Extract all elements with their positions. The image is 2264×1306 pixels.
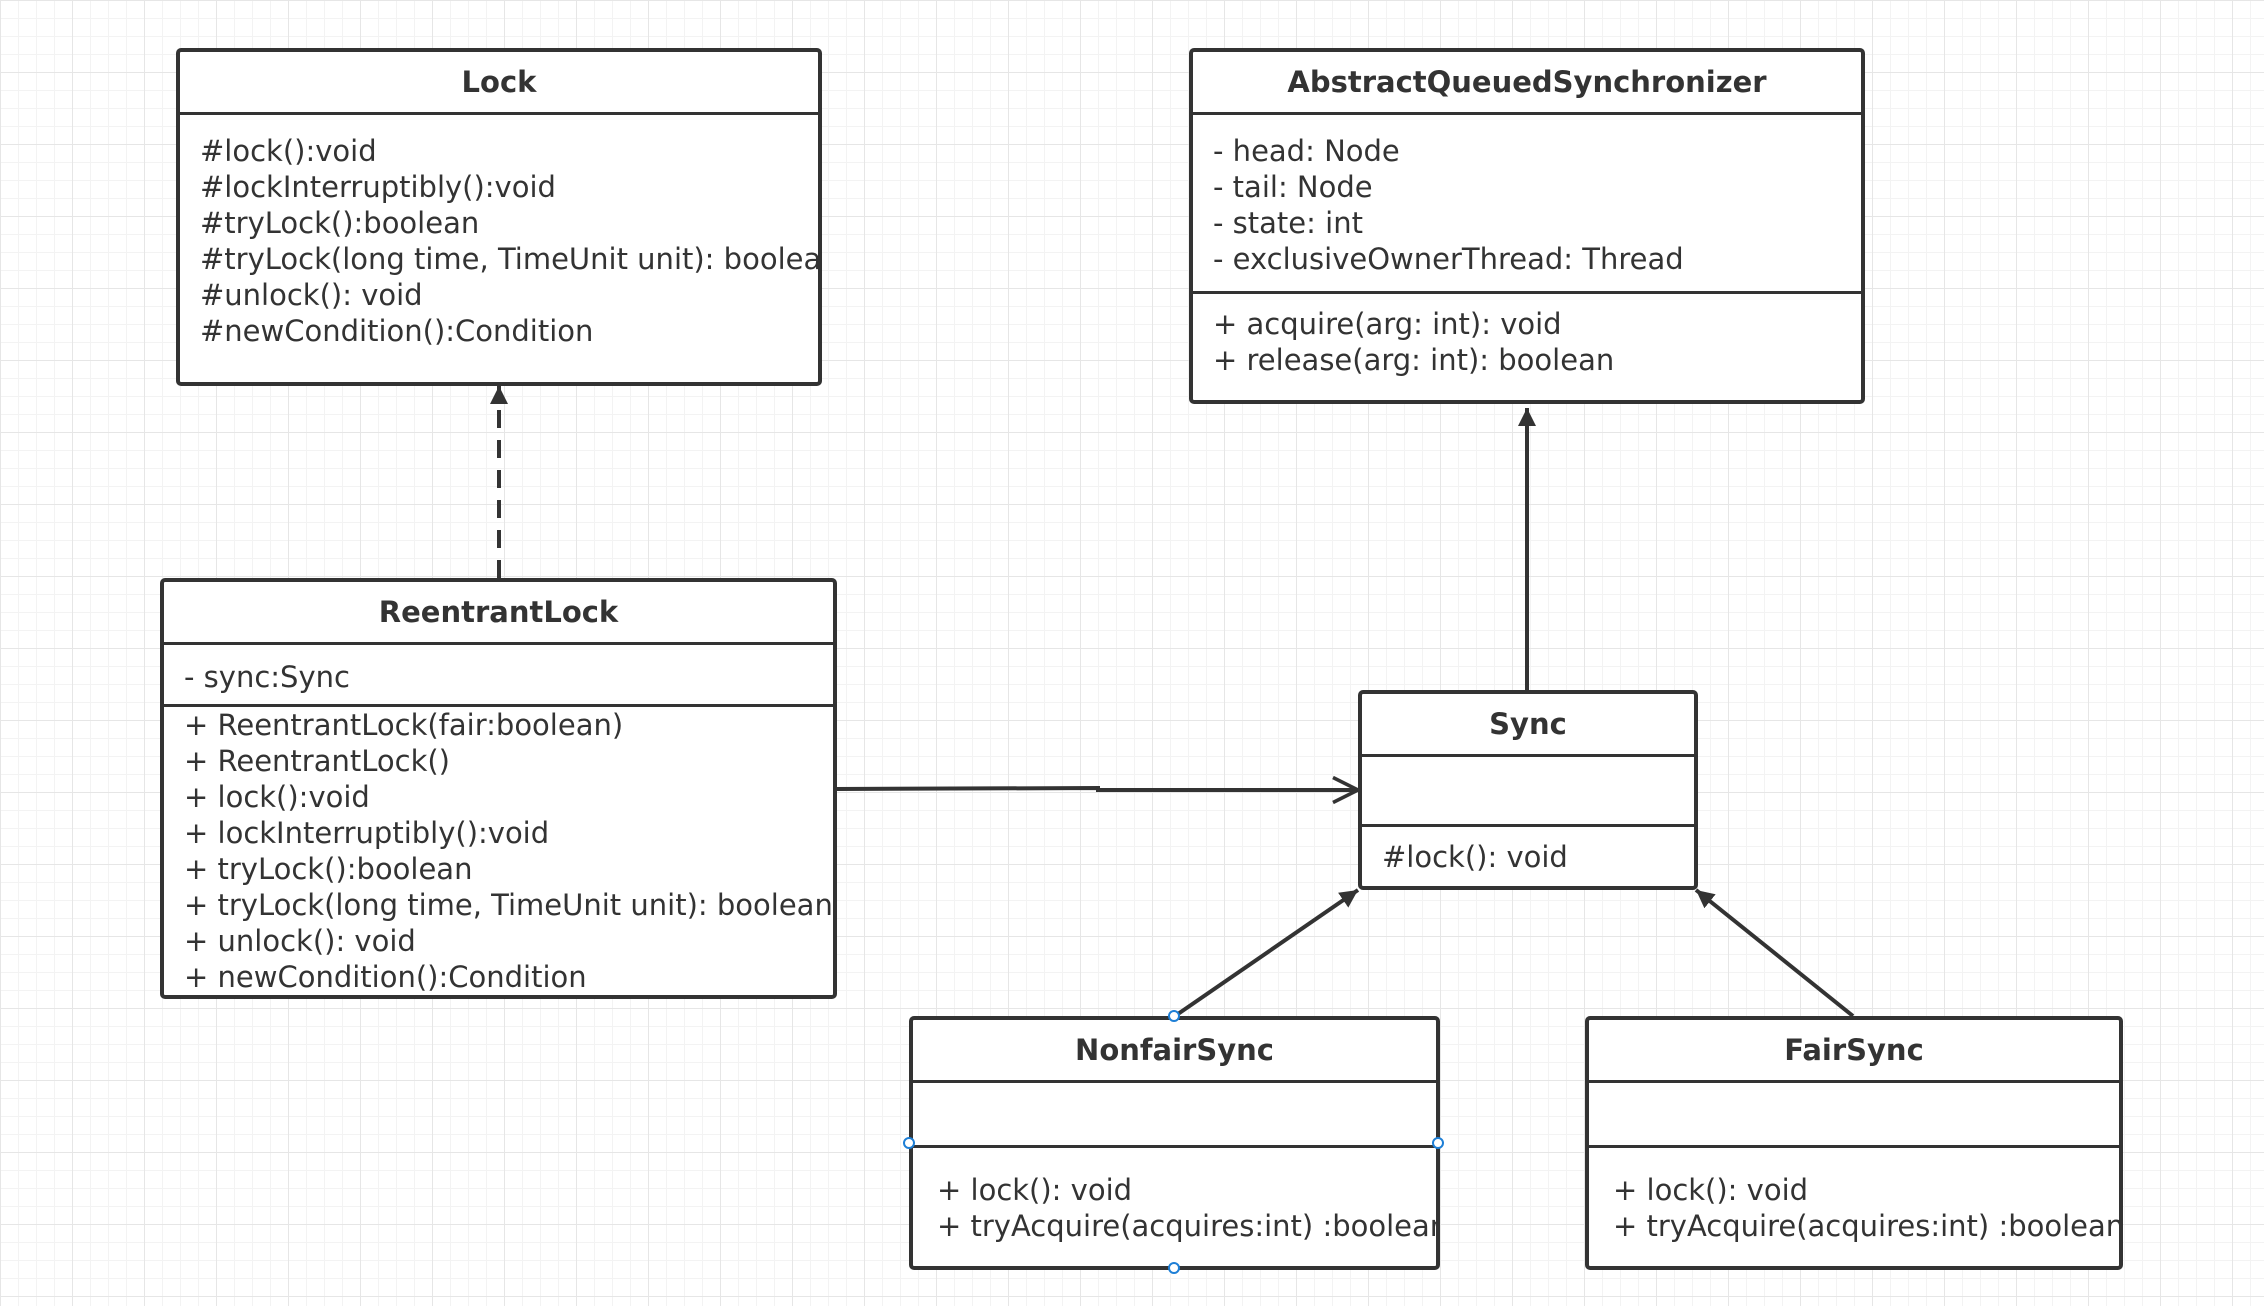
attribute-row: - exclusiveOwnerThread: Thread xyxy=(1213,242,1684,276)
class-nonfairsync[interactable]: NonfairSync + lock(): void + tryAcquire(… xyxy=(909,1016,1440,1270)
generalization-fairsync-to-sync[interactable] xyxy=(1694,888,1855,1018)
operation-row: + lockInterruptibly():void xyxy=(184,816,550,850)
attributes-section: - head: Node - tail: Node - state: int -… xyxy=(1193,115,1861,291)
operation-row: + tryLock(long time, TimeUnit unit): boo… xyxy=(184,888,833,922)
operation-row: + release(arg: int): boolean xyxy=(1213,343,1615,377)
operation-row: + tryAcquire(acquires:int) :boolean xyxy=(1613,1209,2123,1243)
operations-section: + ReentrantLock(fair:boolean) + Reentran… xyxy=(164,704,833,995)
class-lock[interactable]: Lock #lock():void #lockInterruptibly():v… xyxy=(176,48,822,386)
operation-row: + ReentrantLock(fair:boolean) xyxy=(184,708,624,742)
operation-row: #tryLock(long time, TimeUnit unit): bool… xyxy=(200,242,822,276)
attribute-row: - state: int xyxy=(1213,206,1363,240)
generalization-nonfairsync-to-sync[interactable] xyxy=(1173,888,1360,1018)
operation-row: + tryLock():boolean xyxy=(184,852,473,886)
class-name: FairSync xyxy=(1589,1020,2119,1083)
operation-row: + lock(): void xyxy=(1613,1173,1809,1207)
resize-handle-top[interactable] xyxy=(1168,1010,1180,1022)
operation-row: #lock():void xyxy=(200,134,377,168)
attribute-row: - head: Node xyxy=(1213,134,1400,168)
class-name: Lock xyxy=(180,52,818,115)
resize-handle-right[interactable] xyxy=(1432,1137,1444,1149)
attribute-row: - tail: Node xyxy=(1213,170,1373,204)
operations-section: #lock():void #lockInterruptibly():void #… xyxy=(180,115,818,382)
operations-section: + acquire(arg: int): void + release(arg:… xyxy=(1193,291,1861,400)
attribute-row: - sync:Sync xyxy=(184,660,350,694)
attributes-section: - sync:Sync xyxy=(164,645,833,704)
class-name: AbstractQueuedSynchronizer xyxy=(1193,52,1861,115)
operation-row: + ReentrantLock() xyxy=(184,744,450,778)
operation-row: #tryLock():boolean xyxy=(200,206,480,240)
attributes-section xyxy=(1362,757,1694,824)
operation-row: + unlock(): void xyxy=(184,924,416,958)
class-name: NonfairSync xyxy=(913,1020,1436,1083)
class-abstract-queued-synchronizer[interactable]: AbstractQueuedSynchronizer - head: Node … xyxy=(1189,48,1865,404)
operations-section: #lock(): void xyxy=(1362,824,1694,886)
resize-handle-bottom[interactable] xyxy=(1168,1262,1180,1274)
association-reentrantlock-to-sync[interactable] xyxy=(835,788,1358,790)
class-name: ReentrantLock xyxy=(164,582,833,645)
operation-row: #newCondition():Condition xyxy=(200,314,594,348)
operation-row: + acquire(arg: int): void xyxy=(1213,307,1562,341)
operations-section: + lock(): void + tryAcquire(acquires:int… xyxy=(913,1145,1436,1266)
operation-row: #unlock(): void xyxy=(200,278,423,312)
attributes-section xyxy=(913,1083,1436,1145)
operation-row: + lock(): void xyxy=(937,1173,1133,1207)
class-name: Sync xyxy=(1362,694,1694,757)
attributes-section xyxy=(1589,1083,2119,1145)
class-fairsync[interactable]: FairSync + lock(): void + tryAcquire(acq… xyxy=(1585,1016,2123,1270)
operation-row: + newCondition():Condition xyxy=(184,960,587,994)
operation-row: #lock(): void xyxy=(1382,840,1568,874)
operation-row: + lock():void xyxy=(184,780,370,814)
class-sync[interactable]: Sync #lock(): void xyxy=(1358,690,1698,890)
operations-section: + lock(): void + tryAcquire(acquires:int… xyxy=(1589,1145,2119,1266)
resize-handle-left[interactable] xyxy=(903,1137,915,1149)
operation-row: #lockInterruptibly():void xyxy=(200,170,556,204)
operation-row: + tryAcquire(acquires:int) :boolean xyxy=(937,1209,1440,1243)
class-reentrantlock[interactable]: ReentrantLock - sync:Sync + ReentrantLoc… xyxy=(160,578,837,999)
